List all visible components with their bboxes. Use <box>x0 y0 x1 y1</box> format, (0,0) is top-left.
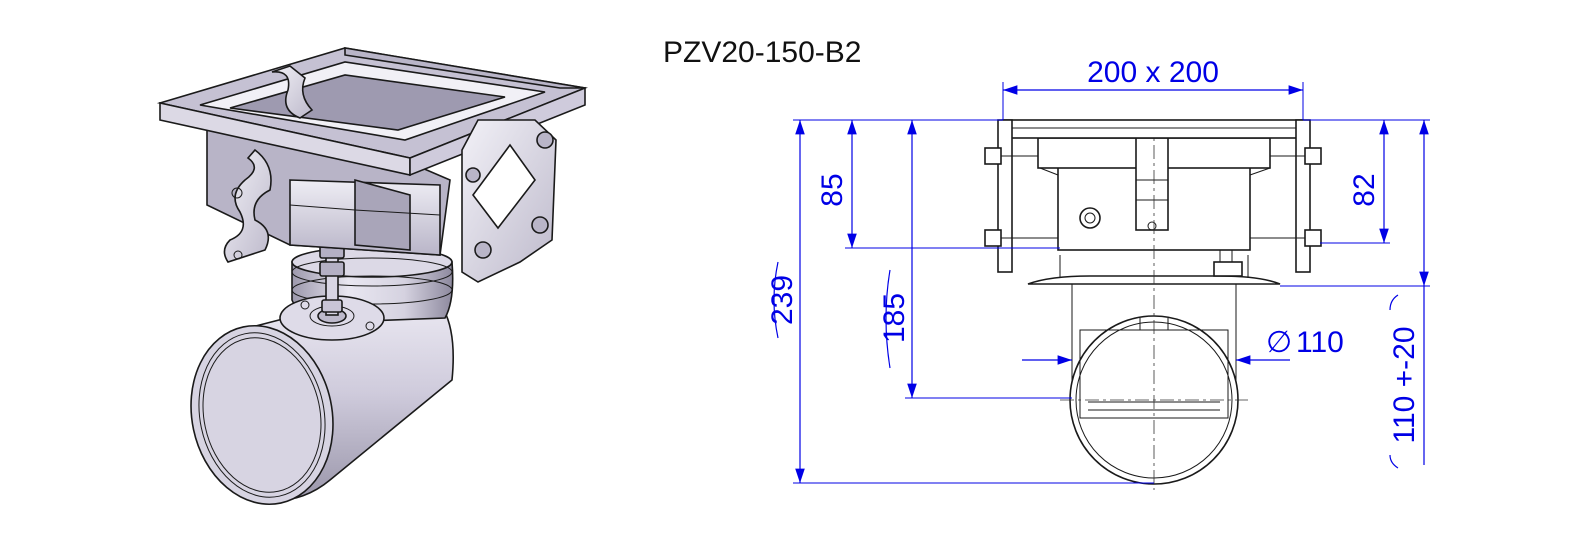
dim-diameter-symbol: ∅ <box>1266 326 1292 359</box>
dim-185-label: 185 <box>878 293 911 343</box>
outlet-pipe <box>190 284 454 506</box>
dim-85-label: 85 <box>816 173 849 206</box>
front-body <box>1037 120 1271 490</box>
isometric-view <box>156 47 588 506</box>
front-view <box>984 119 1322 490</box>
dimensions: 200 x 200 239 85 185 82 110 +-20 <box>766 56 1430 484</box>
dim-diameter-label: 110 <box>1296 326 1344 359</box>
dim-239-label: 239 <box>766 275 799 325</box>
adjuster-flange <box>279 295 385 341</box>
clamp-bracket-left <box>223 65 314 263</box>
drawing-title: PZV20-150-B2 <box>663 36 861 69</box>
dim-width-label: 200 x 200 <box>1087 56 1219 89</box>
dim-82-label: 82 <box>1348 173 1381 206</box>
side-plate-right <box>231 119 557 283</box>
front-top-plate <box>1002 119 1304 139</box>
dim-tolerance-label: 110 +-20 <box>1388 326 1421 443</box>
